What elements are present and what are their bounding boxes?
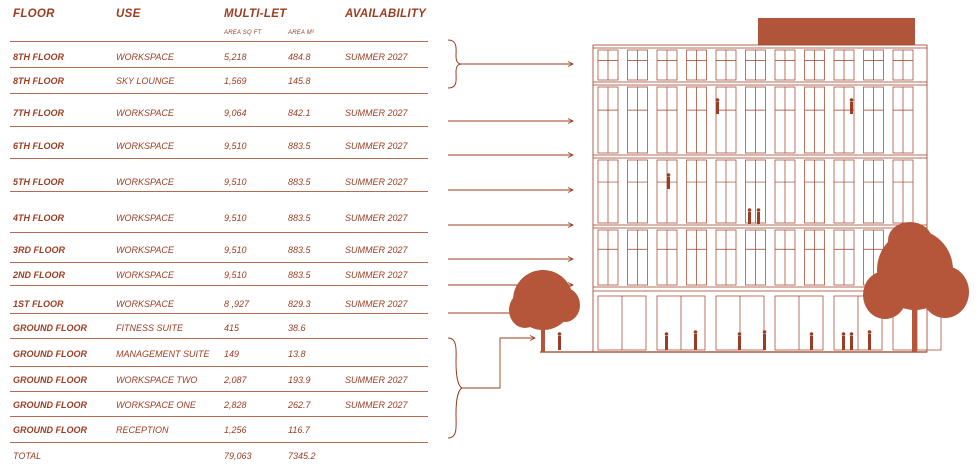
row-use: FITNESS SUITE (116, 323, 184, 333)
use-header: USE (116, 8, 141, 20)
row-sqm: 883.5 (288, 141, 311, 151)
row-sqft: 1,256 (224, 425, 247, 435)
row-floor: 1ST FLOOR (13, 299, 64, 309)
row-availability: SUMMER 2027 (345, 108, 408, 118)
total-sqft: 79,063 (224, 451, 252, 461)
row-sqm: 883.5 (288, 245, 311, 255)
row-sqm: 145.8 (288, 76, 311, 86)
row-availability: SUMMER 2027 (345, 177, 408, 187)
row-sqm: 484.8 (288, 52, 311, 62)
row-sqft: 2,087 (224, 375, 247, 385)
row-floor: GROUND FLOOR (13, 323, 87, 333)
row-floor: GROUND FLOOR (13, 375, 87, 385)
row-sqm: 883.5 (288, 177, 311, 187)
roof-plant (758, 18, 915, 45)
arrow-ground-floor (462, 338, 535, 389)
row-floor: 6TH FLOOR (13, 141, 64, 151)
row-availability: SUMMER 2027 (345, 141, 408, 151)
row-floor: 7TH FLOOR (13, 108, 64, 118)
row-use: WORKSPACE (116, 213, 174, 223)
row-availability: SUMMER 2027 (345, 375, 408, 385)
row-sqft: 9,064 (224, 108, 247, 118)
row-availability: SUMMER 2027 (345, 299, 408, 309)
row-availability: SUMMER 2027 (345, 270, 408, 280)
row-sqm: 883.5 (288, 213, 311, 223)
row-sqft: 2,828 (224, 400, 247, 410)
row-sqm: 829.3 (288, 299, 311, 309)
row-sqm: 193.9 (288, 375, 311, 385)
row-floor: 2ND FLOOR (13, 270, 66, 280)
row-sqft: 149 (224, 349, 240, 359)
row-sqft: 8 ,927 (224, 299, 250, 309)
availability-header: AVAILABILITY (345, 8, 427, 20)
row-use: WORKSPACE (116, 299, 174, 309)
row-use: WORKSPACE (116, 141, 174, 151)
row-sqm: 262.7 (288, 400, 311, 410)
row-sqft: 5,218 (224, 52, 247, 62)
row-use: WORKSPACE (116, 108, 174, 118)
upper-brace (447, 39, 463, 89)
row-floor: 4TH FLOOR (13, 213, 64, 223)
row-floor: 5TH FLOOR (13, 177, 64, 187)
area-sqft-subheader: AREA SQ FT (224, 30, 262, 36)
row-floor: 8TH FLOOR (13, 52, 64, 62)
row-use: WORKSPACE (116, 177, 174, 187)
people (557, 98, 872, 350)
row-availability: SUMMER 2027 (345, 213, 408, 223)
row-use: WORKSPACE (116, 52, 174, 62)
total-divider (10, 442, 428, 443)
row-use: RECEPTION (116, 425, 169, 435)
lower-brace (447, 337, 464, 439)
row-floor: 3RD FLOOR (13, 245, 66, 255)
row-use: WORKSPACE (116, 270, 174, 280)
row-sqft: 1,569 (224, 76, 247, 86)
multi-let-header: MULTI-LET (224, 8, 287, 20)
row-sqft: 9,510 (224, 245, 247, 255)
row-sqft: 9,510 (224, 213, 247, 223)
floor-header: FLOOR (13, 8, 55, 20)
row-availability: SUMMER 2027 (345, 400, 408, 410)
row-sqm: 883.5 (288, 270, 311, 280)
row-floor: 8TH FLOOR (13, 76, 64, 86)
row-sqm: 116.7 (288, 425, 310, 435)
row-availability: SUMMER 2027 (345, 52, 408, 62)
right-tree (863, 222, 969, 352)
row-floor: GROUND FLOOR (13, 349, 87, 359)
row-sqm: 13.8 (288, 349, 306, 359)
left-tree (509, 270, 580, 352)
row-availability: SUMMER 2027 (345, 245, 408, 255)
total-label: TOTAL (13, 451, 42, 461)
row-sqm: 38.6 (288, 323, 306, 333)
row-sqft: 415 (224, 323, 240, 333)
row-sqm: 842.1 (288, 108, 311, 118)
row-use: MANAGEMENT SUITE (116, 349, 210, 359)
row-sqft: 9,510 (224, 141, 247, 151)
row-use: WORKSPACE (116, 245, 174, 255)
row-sqft: 9,510 (224, 177, 247, 187)
row-use: WORKSPACE ONE (116, 400, 196, 410)
row-floor: GROUND FLOOR (13, 400, 87, 410)
row-floor: GROUND FLOOR (13, 425, 87, 435)
total-sqm: 7345.2 (288, 451, 316, 461)
row-use: SKY LOUNGE (116, 76, 175, 86)
row-use: WORKSPACE TWO (116, 375, 198, 385)
area-sqm-subheader: AREA M² (288, 30, 315, 36)
row-sqft: 9,510 (224, 270, 247, 280)
